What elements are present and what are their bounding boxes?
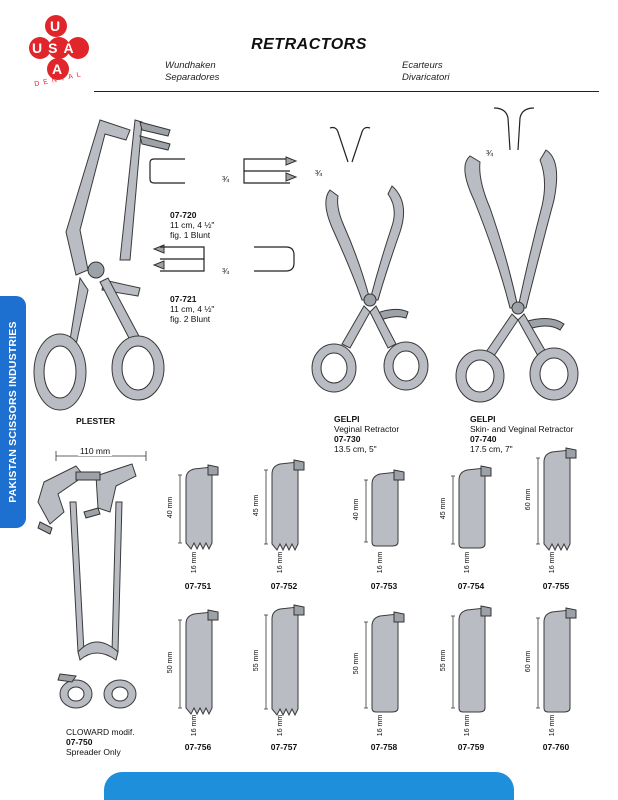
cloward-name: CLOWARD modif.	[66, 727, 135, 737]
cloward-dimension-line	[55, 451, 147, 461]
tip-720-fraction: ¾	[222, 174, 230, 184]
header-rule	[94, 91, 599, 92]
blade-code: 07-755	[542, 581, 570, 591]
blade-shape	[264, 459, 305, 552]
blade-length-label: 50 mm	[353, 652, 361, 675]
tip-720-note: fig. 1 Blunt	[170, 230, 211, 240]
blade-shape	[364, 611, 405, 713]
title-italian: Divaricatori	[402, 72, 450, 83]
blade-shape	[536, 607, 577, 713]
blade-width-label: 16 mm	[377, 714, 385, 737]
cloward-width-label: 110 mm	[78, 446, 113, 456]
blade-code: 07-759	[457, 742, 485, 752]
blade-length-label: 45 mm	[440, 497, 448, 520]
gelpi-730-fraction: ¾	[315, 168, 323, 178]
gelpi-730-illustration	[311, 126, 429, 393]
tip-721-code: 07-721	[170, 294, 197, 304]
blade-shape	[364, 469, 405, 547]
gelpi-740-code: 07-740	[470, 434, 497, 444]
blade-length-label: 40 mm	[167, 496, 175, 519]
gelpi-740-name: GELPI	[470, 414, 496, 424]
plester-retractor-illustration	[33, 119, 171, 411]
blade-code: 07-758	[370, 742, 398, 752]
title-german: Wundhaken	[165, 60, 216, 71]
usa-dental-logo: U USA A DENTAL	[28, 14, 108, 88]
side-tab: PAKISTAN SCISSORS INDUSTRIES	[0, 296, 26, 528]
blade-width-label: 16 mm	[464, 714, 472, 737]
tip-720-size: 11 cm, 4 ½"	[170, 220, 215, 230]
blade-width-label: 16 mm	[549, 714, 557, 737]
blade-length-label: 60 mm	[525, 488, 533, 511]
cloward-note: Spreader Only	[66, 747, 121, 757]
blade-length-label: 60 mm	[525, 650, 533, 673]
gelpi-740-size: 17.5 cm, 7"	[470, 444, 513, 454]
blade-shape	[178, 609, 219, 716]
gelpi-730-size: 13.5 cm, 5"	[334, 444, 377, 454]
cloward-spreader-illustration	[37, 463, 137, 709]
blade-shape	[264, 604, 305, 717]
blade-width-label: 16 mm	[191, 551, 199, 574]
blade-code: 07-753	[370, 581, 398, 591]
blade-length-label: 55 mm	[253, 649, 261, 672]
gelpi-740-illustration	[455, 107, 579, 403]
blade-shape	[451, 605, 492, 713]
blade-shape	[178, 464, 219, 551]
gelpi-730-code: 07-730	[334, 434, 361, 444]
side-tab-label: PAKISTAN SCISSORS INDUSTRIES	[7, 321, 19, 503]
blade-code: 07-757	[270, 742, 298, 752]
blade-length-label: 45 mm	[253, 494, 261, 517]
footer-bar	[104, 772, 514, 800]
logo-letter-a: A	[52, 61, 63, 77]
title-french: Ecarteurs	[402, 60, 443, 71]
blade-code: 07-760	[542, 742, 570, 752]
tip-721-fraction: ¾	[222, 266, 230, 276]
blade-width-label: 16 mm	[277, 551, 285, 574]
blade-shape	[536, 447, 577, 552]
blade-width-label: 16 mm	[549, 551, 557, 574]
gelpi-740-fraction: ¾	[486, 148, 494, 158]
tip-721-note: fig. 2 Blunt	[170, 314, 211, 324]
blade-length-label: 50 mm	[167, 651, 175, 674]
blade-code: 07-754	[457, 581, 485, 591]
blade-code: 07-756	[184, 742, 212, 752]
tip-720-code: 07-720	[170, 210, 197, 220]
blade-code: 07-751	[184, 581, 212, 591]
blade-width-label: 16 mm	[277, 714, 285, 737]
page-title: RETRACTORS	[251, 36, 367, 53]
cloward-code: 07-750	[66, 737, 93, 747]
gelpi-740-desc: Skin- and Veginal Retractor	[470, 424, 574, 434]
tip-721-size: 11 cm, 4 ½"	[170, 304, 215, 314]
gelpi-730-desc: Veginal Retractor	[334, 424, 400, 434]
gelpi-730-name: GELPI	[334, 414, 360, 424]
blade-width-label: 16 mm	[464, 551, 472, 574]
blade-code: 07-752	[270, 581, 298, 591]
blade-length-label: 40 mm	[353, 498, 361, 521]
blade-length-label: 55 mm	[440, 649, 448, 672]
blade-width-label: 16 mm	[191, 714, 199, 737]
logo-letters-usa: USA	[32, 40, 80, 56]
title-spanish: Separadores	[165, 72, 220, 83]
plester-label: PLESTER	[76, 416, 116, 426]
blade-shape	[451, 465, 492, 549]
tip-721-drawing	[152, 244, 295, 272]
logo-letter-u: U	[50, 18, 61, 34]
logo-graphic	[29, 15, 89, 80]
blade-width-label: 16 mm	[377, 551, 385, 574]
tip-720-drawing	[149, 156, 298, 184]
